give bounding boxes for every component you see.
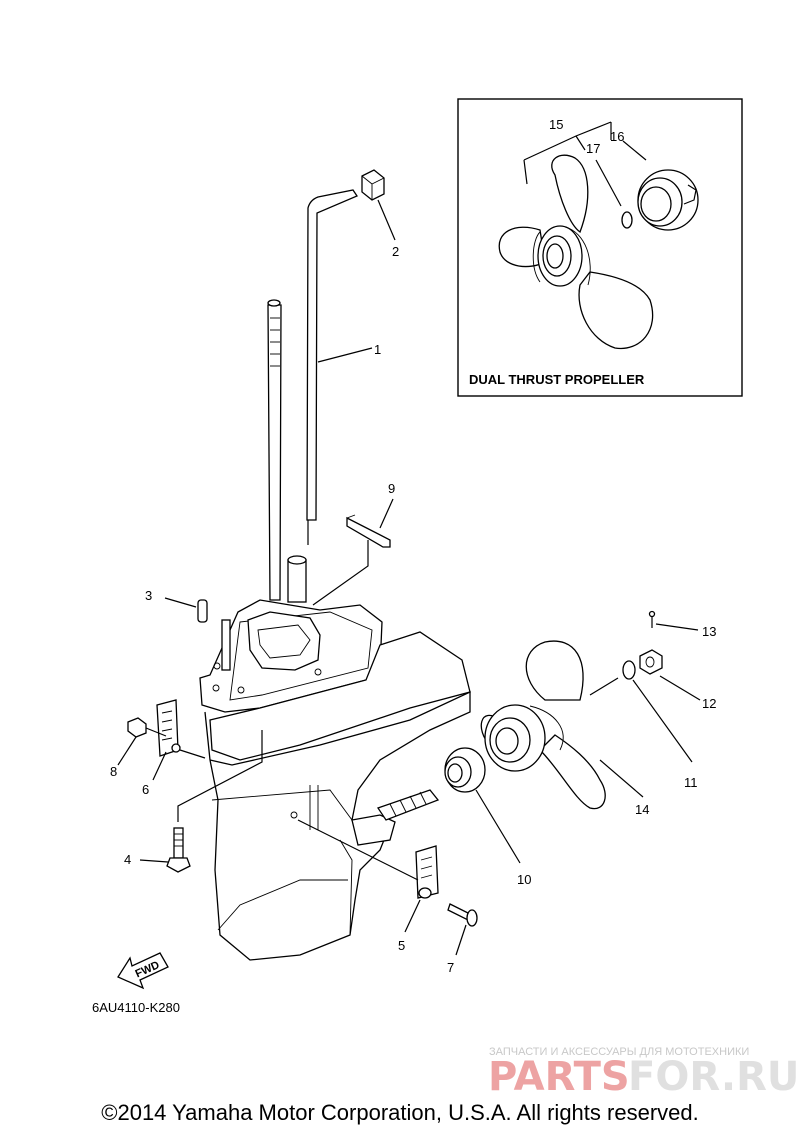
dual-thrust-propeller-inset: 15 16 17 DUAL THRUST PROPELLER — [457, 98, 743, 397]
propeller-shaft — [376, 789, 440, 821]
dowel-pin — [197, 599, 208, 623]
callout-3: 3 — [145, 588, 152, 603]
callout-6: 6 — [142, 782, 149, 797]
site-watermark: ЗАПЧАСТИ И АКСЕССУАРЫ ДЛЯ МОТОТЕХНИКИ PA… — [488, 1046, 799, 1100]
thrust-washer — [444, 747, 486, 793]
propeller-washer — [622, 660, 636, 680]
inset-caption: DUAL THRUST PROPELLER — [469, 372, 645, 387]
callout-13: 13 — [702, 624, 716, 639]
lower-unit-housing — [199, 599, 471, 961]
callout-16: 16 — [610, 129, 624, 144]
callout-2: 2 — [392, 244, 399, 259]
callout-14: 14 — [635, 802, 649, 817]
watermark-brand-left: PARTS — [488, 1054, 630, 1100]
inset-propeller — [498, 154, 654, 350]
callout-1: 1 — [374, 342, 381, 357]
propeller — [480, 640, 606, 810]
propeller-nut — [639, 649, 663, 675]
callout-15: 15 — [549, 117, 563, 132]
anode-screw — [447, 903, 478, 927]
callout-7: 7 — [447, 960, 454, 975]
bolt-upper — [127, 717, 167, 738]
copyright-notice: ©2014 Yamaha Motor Corporation, U.S.A. A… — [101, 1100, 699, 1125]
drive-shaft — [267, 299, 282, 601]
watermark-tagline: ЗАПЧАСТИ И АКСЕССУАРЫ ДЛЯ МОТОТЕХНИКИ — [489, 1046, 749, 1058]
diagram-code: 6AU4110-K280 — [92, 1000, 180, 1015]
inset-thrust-bushing — [637, 169, 699, 231]
callout-11: 11 — [684, 775, 698, 790]
callout-10: 10 — [517, 872, 531, 887]
fwd-arrow-icon: FWD — [117, 952, 169, 990]
water-tube — [287, 555, 307, 603]
callout-17: 17 — [586, 141, 600, 156]
housing-bolt — [166, 827, 191, 873]
callout-4: 4 — [124, 852, 131, 867]
callout-8: 8 — [110, 764, 117, 779]
shift-rod — [306, 189, 358, 521]
grommet — [361, 169, 385, 201]
inset-washer — [621, 211, 633, 229]
anode-upper — [156, 699, 181, 757]
cotter-pin — [648, 610, 656, 628]
seal-bar — [346, 514, 391, 548]
callout-9: 9 — [388, 481, 395, 496]
callout-5: 5 — [398, 938, 405, 953]
watermark-brand-right: FOR.RU — [628, 1054, 799, 1100]
anode-lower — [415, 845, 439, 899]
callout-12: 12 — [702, 696, 716, 711]
